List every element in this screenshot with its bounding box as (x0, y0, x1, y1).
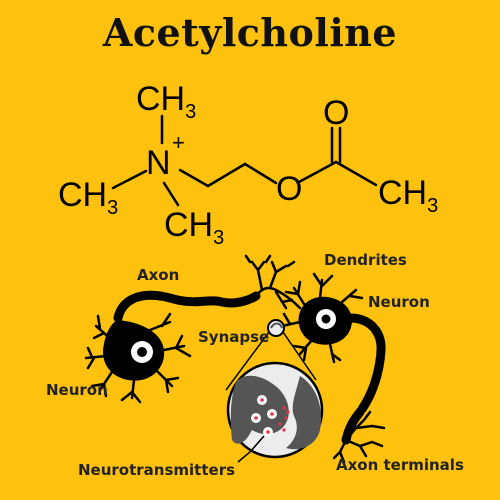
bond-n-ch3-left (111, 169, 148, 190)
bond-n-c1 (178, 168, 210, 188)
label-synapse: Synapse (198, 328, 270, 346)
charge-plus: + (172, 130, 185, 155)
atom-ch3-right: CH3 (378, 174, 439, 217)
atom-ch3-left: CH3 (58, 176, 119, 219)
neuron-left (84, 312, 192, 404)
bond-c3-ch3 (334, 160, 378, 187)
presynaptic-terminal (230, 375, 289, 444)
axon-segment (113, 290, 261, 323)
page-title: Acetylcholine (102, 10, 398, 55)
axon-terminal-branches (332, 410, 386, 464)
callout-line-right (282, 331, 317, 381)
atom-nitrogen: N (146, 144, 171, 182)
bond-o-c3 (297, 160, 338, 184)
neurotransmitters-pointer (237, 435, 265, 463)
label-dendrites: Dendrites (324, 251, 407, 269)
label-neurotransmitters: Neurotransmitters (78, 461, 236, 479)
callout-line-left (225, 331, 270, 391)
molecule-bonds (111, 114, 378, 207)
label-axon: Axon (137, 266, 180, 284)
axon-segment-right (341, 313, 386, 445)
neuron-axon-path (113, 290, 386, 445)
dendrite-tree-top (244, 254, 302, 310)
atom-ch3-bottom: CH3 (164, 206, 225, 249)
label-neuron-right: Neuron (368, 293, 430, 311)
bond-c2-o (243, 162, 278, 185)
neurotransmitter-dots (278, 406, 290, 432)
neuron-right (280, 272, 364, 364)
postsynaptic-terminal (286, 376, 322, 450)
synapse-callout (225, 319, 324, 463)
atom-ch3-top: CH3 (136, 80, 197, 123)
label-axon-terminals: Axon terminals (336, 456, 464, 474)
atom-oxygen-ester: O (276, 170, 303, 208)
bond-c1-c2 (206, 162, 247, 188)
atom-oxygen-carbonyl: O (323, 94, 350, 132)
bond-n-ch3-bottom (162, 181, 180, 207)
label-neuron-left: Neuron (46, 381, 108, 399)
